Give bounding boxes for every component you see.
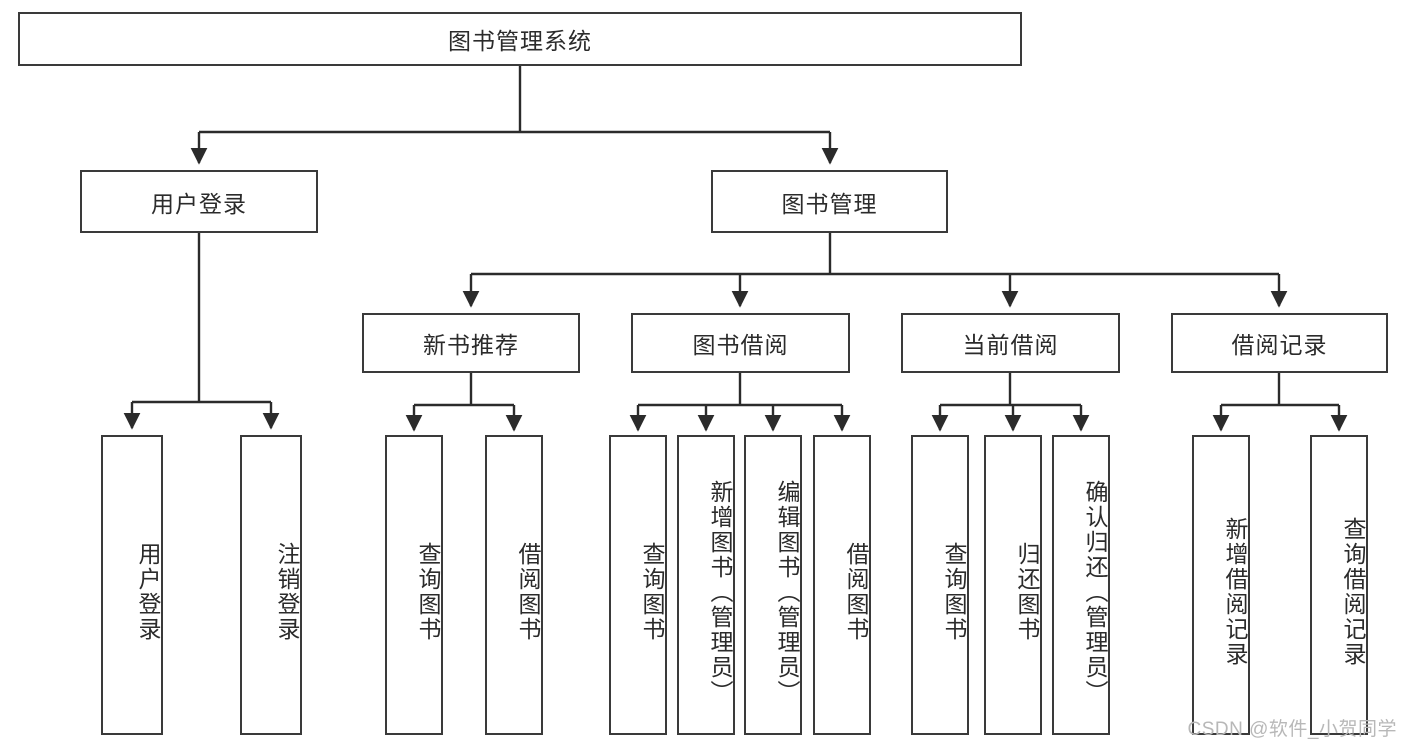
node-label: 图书借阅 [692, 332, 789, 358]
node-label: 借阅记录 [1231, 332, 1328, 358]
node-borrowing-records[interactable]: 借阅记录 [1171, 313, 1388, 373]
node-leaf-return-books[interactable]: 归还图书 [984, 435, 1042, 735]
node-label: 归还图书 [1014, 542, 1040, 642]
node-leaf-user-login[interactable]: 用户登录 [101, 435, 163, 735]
node-leaf-borrow-books-borrowing[interactable]: 借阅图书 [813, 435, 871, 735]
node-label: 查询图书 [941, 542, 967, 642]
node-new-book-recommendation[interactable]: 新书推荐 [362, 313, 580, 373]
node-label: 用户登录 [151, 190, 247, 217]
node-label: 借阅图书 [515, 542, 541, 642]
node-leaf-edit-book-admin[interactable]: 编辑图书（管理员） [744, 435, 802, 735]
node-label: 编辑图书（管理员） [774, 479, 800, 705]
node-leaf-query-books-borrowing[interactable]: 查询图书 [609, 435, 667, 735]
node-label: 注销登录 [274, 542, 300, 642]
node-label: 图书管理系统 [448, 28, 592, 54]
node-label: 新增图书（管理员） [707, 479, 733, 705]
node-user-login[interactable]: 用户登录 [80, 170, 318, 233]
node-label: 借阅图书 [843, 542, 869, 642]
node-leaf-query-books-recommend[interactable]: 查询图书 [385, 435, 443, 735]
node-label: 新书推荐 [423, 332, 519, 358]
node-label: 图书管理 [781, 190, 878, 217]
node-leaf-add-book-admin[interactable]: 新增图书（管理员） [677, 435, 735, 735]
node-label: 查询借阅记录 [1340, 517, 1366, 667]
node-book-borrowing[interactable]: 图书借阅 [631, 313, 850, 373]
node-label: 查询图书 [639, 542, 665, 642]
node-label: 查询图书 [415, 542, 441, 642]
node-leaf-logout[interactable]: 注销登录 [240, 435, 302, 735]
node-leaf-confirm-return-admin[interactable]: 确认归还（管理员） [1052, 435, 1110, 735]
node-label: 当前借阅 [962, 332, 1059, 358]
node-leaf-query-borrowing-record[interactable]: 查询借阅记录 [1310, 435, 1368, 735]
node-book-management[interactable]: 图书管理 [711, 170, 948, 233]
node-label: 新增借阅记录 [1222, 517, 1248, 667]
watermark: CSDN @软件_小贺同学 [1187, 719, 1397, 740]
node-leaf-add-borrowing-record[interactable]: 新增借阅记录 [1192, 435, 1250, 735]
node-current-borrowing[interactable]: 当前借阅 [901, 313, 1120, 373]
node-leaf-query-books-current[interactable]: 查询图书 [911, 435, 969, 735]
node-leaf-borrow-books-recommend[interactable]: 借阅图书 [485, 435, 543, 735]
node-root-book-management-system[interactable]: 图书管理系统 [18, 12, 1022, 66]
node-label: 确认归还（管理员） [1082, 479, 1108, 705]
node-label: 用户登录 [135, 542, 161, 642]
